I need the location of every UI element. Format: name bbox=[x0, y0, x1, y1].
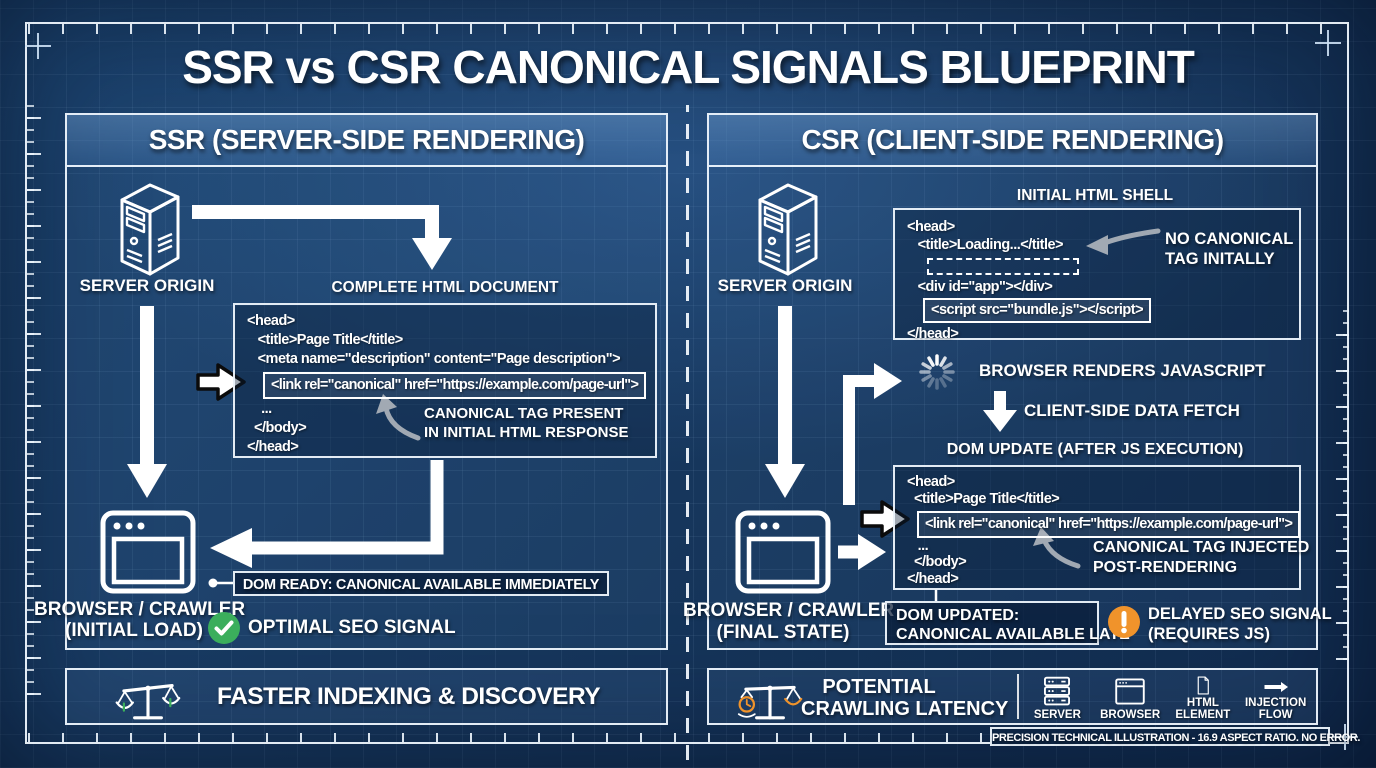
csr-injected-note-line2: POST-RENDERING bbox=[1093, 559, 1238, 576]
csr-update-head-open: <head> bbox=[907, 474, 955, 490]
csr-browser-icon bbox=[735, 510, 831, 594]
csr-browser-label-line1: BROWSER / CRAWLER bbox=[683, 600, 895, 621]
legend-item-browser: BROWSER bbox=[1094, 672, 1167, 721]
scale-balanced-icon bbox=[115, 684, 181, 720]
ssr-server-icon bbox=[120, 183, 180, 276]
ssr-dom-ready-box: DOM READY: CANONICAL AVAILABLE IMMEDIATE… bbox=[233, 571, 609, 596]
ssr-code-meta-line: <meta name="description" content="Page d… bbox=[247, 351, 621, 367]
csr-script-box: <script src="bundle.js"></script> bbox=[923, 298, 1152, 323]
legend-divider bbox=[1017, 674, 1019, 719]
csr-dom-updated-line1: DOM UPDATED: bbox=[896, 607, 1020, 624]
csr-dom-updated-box: DOM UPDATED: CANONICAL AVAILABLE LATE bbox=[885, 601, 1130, 645]
scale-latency-icon bbox=[737, 685, 803, 720]
ssr-server-label: SERVER ORIGIN bbox=[79, 276, 215, 295]
ssr-code-ellipsis: ... bbox=[247, 401, 272, 417]
csr-update-ellipsis: ... bbox=[907, 538, 929, 554]
legend-item-injection-flow: INJECTION FLOW bbox=[1239, 672, 1312, 721]
csr-update-title-line: <title>Page Title</title> bbox=[907, 491, 1060, 507]
ruler-left-short bbox=[27, 95, 34, 695]
csr-canonical-highlight-box: <link rel="canonical" href="https://exam… bbox=[917, 511, 1301, 538]
csr-update-head-close: </head> bbox=[907, 571, 959, 587]
csr-panel-title: CSR (CLIENT-SIDE RENDERING) bbox=[801, 124, 1224, 155]
ssr-canonical-highlight-box: <link rel="canonical" href="https://exam… bbox=[263, 372, 647, 399]
ssr-canonical-note-line1: CANONICAL TAG PRESENT bbox=[424, 405, 624, 422]
csr-shell-script-line: <script src="bundle.js"></script> bbox=[931, 302, 1144, 318]
legend-injection-flow-label: INJECTION FLOW bbox=[1244, 697, 1307, 721]
page-title: SSR vs CSR CANONICAL SIGNALS BLUEPRINT bbox=[182, 41, 1195, 93]
csr-verdict-line1: POTENTIAL bbox=[822, 676, 936, 698]
csr-shell-head-close: </head> bbox=[907, 326, 959, 342]
csr-renders-js-label: BROWSER RENDERS JAVASCRIPT bbox=[979, 361, 1266, 380]
crosshair-top-left bbox=[25, 33, 51, 59]
footer-csr-verdict-box: POTENTIAL CRAWLING LATENCY SERVER bbox=[707, 668, 1318, 725]
footer-ssr-verdict-box: FASTER INDEXING & DISCOVERY bbox=[65, 668, 668, 725]
csr-dom-updated-line2: CANONICAL AVAILABLE LATE bbox=[896, 626, 1130, 643]
ssr-browser-label-line2: (INITIAL LOAD) bbox=[65, 620, 203, 641]
csr-injected-note-line1: CANONICAL TAG INJECTED bbox=[1093, 539, 1310, 556]
spinner-icon bbox=[919, 354, 955, 390]
crosshair-top-right bbox=[1315, 30, 1341, 56]
csr-missing-canonical-placeholder bbox=[927, 258, 1079, 275]
ssr-canonical-line: <link rel="canonical" href="https://exam… bbox=[271, 377, 639, 393]
csr-dom-update-label: DOM UPDATE (AFTER JS EXECUTION) bbox=[946, 441, 1244, 458]
legend-injection-flow-icon bbox=[1264, 682, 1288, 692]
csr-data-fetch-label: CLIENT-SIDE DATA FETCH bbox=[1024, 401, 1240, 420]
credit-strip: PRECISION TECHNICAL ILLUSTRATION - 16.9 … bbox=[990, 727, 1360, 746]
ssr-code-title-line: <title>Page Title</title> bbox=[247, 332, 404, 348]
ssr-code-body-close: </body> bbox=[247, 420, 307, 436]
csr-delayed-line2: (REQUIRES JS) bbox=[1148, 625, 1270, 643]
csr-verdict-line2: CRAWLING LATENCY bbox=[801, 698, 1009, 720]
ssr-browser-icon bbox=[100, 510, 196, 594]
ssr-code-box: <head> <title>Page Title</title> <meta n… bbox=[233, 303, 657, 458]
ssr-document-label: COMPLETE HTML DOCUMENT bbox=[331, 279, 559, 296]
ssr-code-head-close: </head> bbox=[247, 439, 299, 455]
csr-delayed-line1: DELAYED SEO SIGNAL bbox=[1148, 605, 1332, 623]
csr-server-label: SERVER ORIGIN bbox=[717, 276, 853, 295]
legend: SERVER BROWSER HTML ELEMENT bbox=[1021, 672, 1312, 721]
legend-server-label: SERVER bbox=[1033, 709, 1081, 721]
csr-shell-title-line: <title>Loading...</title> bbox=[907, 237, 1064, 253]
csr-shell-div-line: <div id="app"></div> bbox=[907, 279, 1053, 295]
csr-browser-label-line2: (FINAL STATE) bbox=[716, 622, 850, 643]
ssr-canonical-note-line2: IN INITIAL HTML RESPONSE bbox=[424, 424, 629, 441]
csr-update-body-close: </body> bbox=[907, 554, 967, 570]
ssr-panel-title: SSR (SERVER-SIDE RENDERING) bbox=[148, 124, 585, 155]
ssr-seo-signal-label: OPTIMAL SEO SIGNAL bbox=[248, 617, 456, 638]
csr-panel-header: CSR (CLIENT-SIDE RENDERING) bbox=[709, 115, 1316, 167]
delayed-seo-warning-icon bbox=[1108, 606, 1140, 638]
ssr-verdict-label: FASTER INDEXING & DISCOVERY bbox=[217, 683, 601, 710]
csr-verdict-label: POTENTIAL CRAWLING LATENCY bbox=[801, 676, 1009, 720]
csr-server-icon bbox=[758, 183, 818, 276]
legend-item-html-element: HTML ELEMENT bbox=[1167, 672, 1240, 721]
csr-canonical-line: <link rel="canonical" href="https://exam… bbox=[925, 516, 1293, 532]
legend-browser-label: BROWSER bbox=[1100, 709, 1161, 721]
ssr-panel-header: SSR (SERVER-SIDE RENDERING) bbox=[67, 115, 666, 167]
center-divider bbox=[686, 105, 689, 760]
ruler-right-short bbox=[1343, 300, 1349, 660]
crosshair-bottom-right bbox=[1332, 724, 1358, 750]
csr-no-canonical-line2: TAG INITALLY bbox=[1165, 250, 1275, 268]
csr-update-code-box: <head> <title>Page Title</title> <link r… bbox=[893, 465, 1301, 590]
legend-server-icon bbox=[1044, 676, 1071, 706]
csr-shell-code-box: <head> <title>Loading...</title> <div id… bbox=[893, 208, 1301, 342]
optimal-seo-check-icon bbox=[208, 612, 240, 644]
legend-html-element-label: HTML ELEMENT bbox=[1175, 697, 1231, 721]
legend-html-element-icon bbox=[1197, 676, 1209, 695]
ruler-top bbox=[28, 24, 1346, 34]
legend-browser-icon bbox=[1115, 678, 1145, 705]
csr-shell-head-open: <head> bbox=[907, 219, 955, 235]
ssr-browser-label-line1: BROWSER / CRAWLER bbox=[34, 599, 246, 620]
csr-shell-label: INITIAL HTML SHELL bbox=[1016, 187, 1174, 204]
ssr-code-head-open: <head> bbox=[247, 313, 295, 329]
csr-no-canonical-line1: NO CANONICAL bbox=[1165, 230, 1294, 248]
legend-item-server: SERVER bbox=[1021, 672, 1094, 721]
